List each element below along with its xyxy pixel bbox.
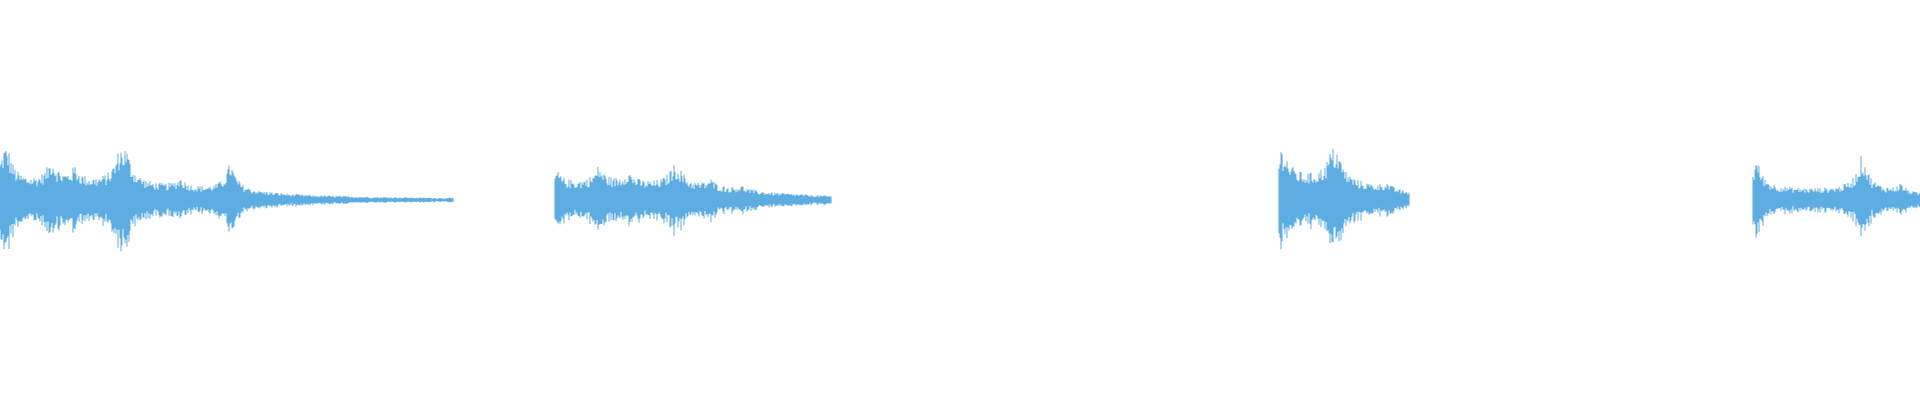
waveform-segment-4 [1752, 156, 1920, 238]
waveform-segment-3 [1278, 148, 1410, 250]
waveform-trace [0, 148, 1920, 252]
waveform-segment-1 [0, 151, 454, 252]
